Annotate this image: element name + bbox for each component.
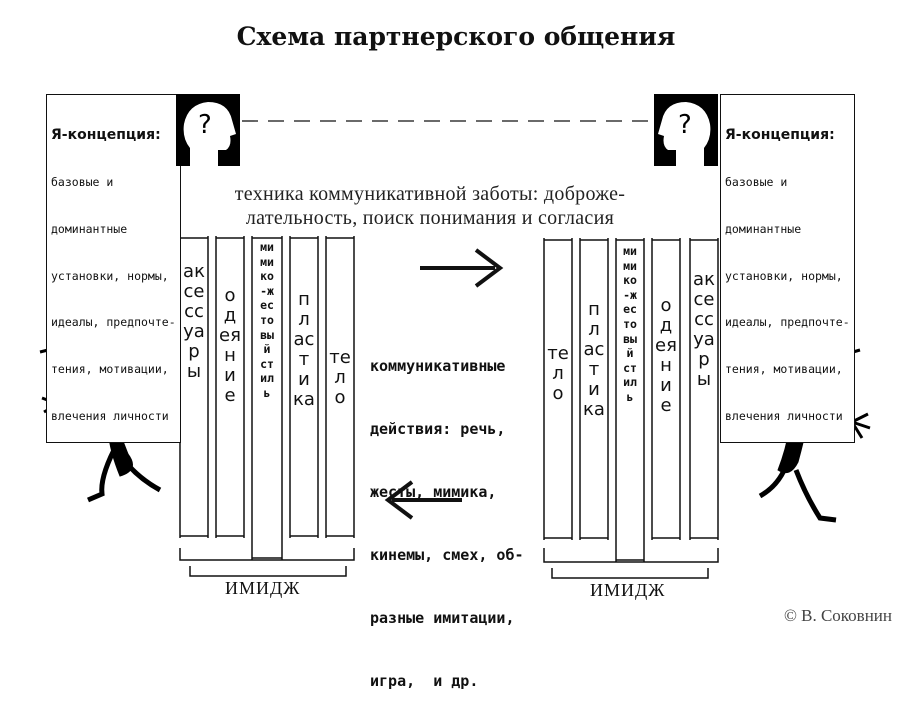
left-self-concept-box: Я-концепция: базовые и доминантные устан… xyxy=(46,94,181,444)
communicative-actions-text: коммуникативные действия: речь, жесты, м… xyxy=(370,314,570,713)
left-clothing-label: одеяние xyxy=(219,285,241,406)
self-concept-line: идеалы, предпочте- xyxy=(725,315,850,330)
self-concept-line: тения, мотивации, xyxy=(51,362,169,377)
arrow-left-icon xyxy=(384,480,462,520)
right-body-label: тело xyxy=(547,343,569,404)
copyright-note: © В. Соковнин xyxy=(783,606,892,625)
head-silhouette-icon xyxy=(183,102,236,166)
head-silhouette-icon xyxy=(658,102,711,166)
right-accessories-label: аксессуары xyxy=(693,269,715,390)
right-gesture-style-label: мимико-жестовый стиль xyxy=(623,244,637,404)
self-concept-line: доминантные xyxy=(725,221,802,236)
self-concept-line: влечения личности xyxy=(51,408,169,423)
actions-line: действия: речь, xyxy=(370,420,506,438)
arrow-right-icon xyxy=(420,248,504,288)
left-head-box: ? xyxy=(176,94,240,166)
diagram-title: Схема партнерского общения xyxy=(236,22,676,51)
right-clothing-label: одеяние xyxy=(655,295,677,416)
self-concept-line: базовые и xyxy=(51,174,114,189)
self-concept-line: доминантные xyxy=(51,221,128,236)
left-plasticity-label: пластика xyxy=(293,289,315,410)
self-concept-line: влечения личности xyxy=(725,408,843,423)
self-concept-line: базовые и xyxy=(725,174,788,189)
left-image-label: ИМИДЖ xyxy=(225,578,301,598)
technique-line: техника коммуникативной заботы: доброже- xyxy=(234,183,626,205)
actions-line: жесты, мимика, xyxy=(370,483,497,501)
right-image-columns xyxy=(543,238,719,579)
right-self-concept-box: Я-концепция: базовые и доминантные устан… xyxy=(720,94,855,444)
self-concept-line: установки, нормы, xyxy=(51,268,169,283)
left-accessories-label: аксессуары xyxy=(183,261,205,382)
left-body-label: тело xyxy=(329,347,351,408)
left-gesture-style-label: мимико-жестовый стиль xyxy=(260,240,274,400)
self-concept-heading: Я-концепция: xyxy=(725,127,835,144)
self-concept-heading: Я-концепция: xyxy=(51,127,161,144)
question-mark-icon: ? xyxy=(198,110,212,140)
right-head-box: ? xyxy=(654,94,718,166)
self-concept-line: идеалы, предпочте- xyxy=(51,315,176,330)
right-plasticity-label: пластика xyxy=(583,299,605,420)
communicative-care-technique: техника коммуникативной заботы: доброже-… xyxy=(150,182,710,230)
actions-line: коммуникативные xyxy=(370,357,506,375)
self-concept-line: тения, мотивации, xyxy=(725,362,843,377)
technique-line: лательность, поиск понимания и согласия xyxy=(245,207,615,229)
actions-line: кинемы, смех, об- xyxy=(370,546,524,564)
question-mark-icon: ? xyxy=(678,110,692,140)
actions-line: разные имитации, xyxy=(370,609,515,627)
self-concept-line: установки, нормы, xyxy=(725,268,843,283)
actions-line: игра, и др. xyxy=(370,672,479,690)
right-image-label: ИМИДЖ xyxy=(590,580,666,600)
